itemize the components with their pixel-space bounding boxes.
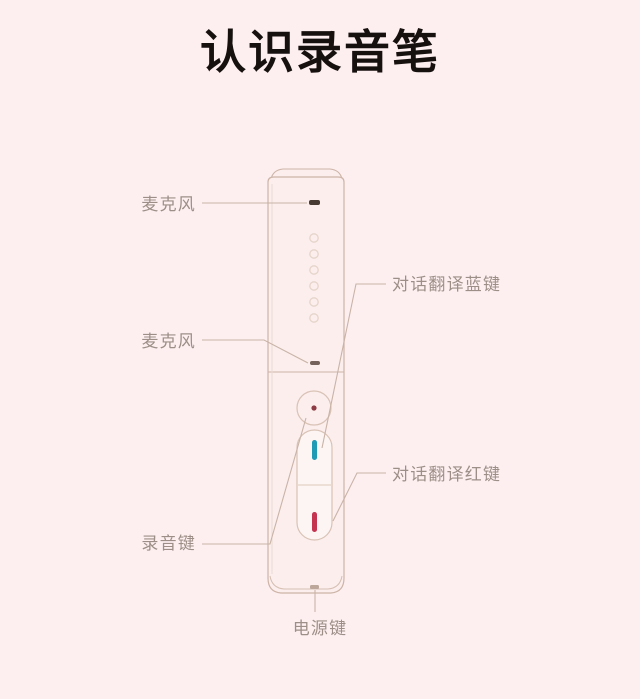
led-dot-4 [309,281,319,291]
page-title: 认识录音笔 [200,26,440,78]
callout-label-red-key: 对话翻译红键 [392,465,502,484]
microphone-slot-top [309,200,320,205]
power-button[interactable] [310,585,319,589]
callout-label-power-key: 电源键 [292,619,348,638]
led-dot-3 [309,265,319,275]
callout-label-record-key: 录音键 [141,534,196,553]
microphone-slot-bottom [310,361,320,365]
leader-line-red-key [332,472,386,522]
led-dot-5 [309,297,319,307]
conversation-translate-red-key[interactable] [312,512,317,532]
leader-line-blue-key [321,283,386,449]
conversation-translate-blue-key[interactable] [312,440,317,460]
leader-line-mic-bottom [202,339,309,364]
led-dot-6 [309,313,319,323]
leader-line-record-key [202,417,307,545]
device-base-plate [269,575,343,590]
record-button-dot [311,405,317,411]
callout-label-microphone-bottom: 麦克风 [141,332,196,351]
callout-label-microphone-top: 麦克风 [141,195,196,214]
led-dot-1 [309,233,319,243]
led-indicator-dots [309,233,319,323]
callout-label-blue-key: 对话翻译蓝键 [392,275,502,294]
led-dot-2 [309,249,319,259]
